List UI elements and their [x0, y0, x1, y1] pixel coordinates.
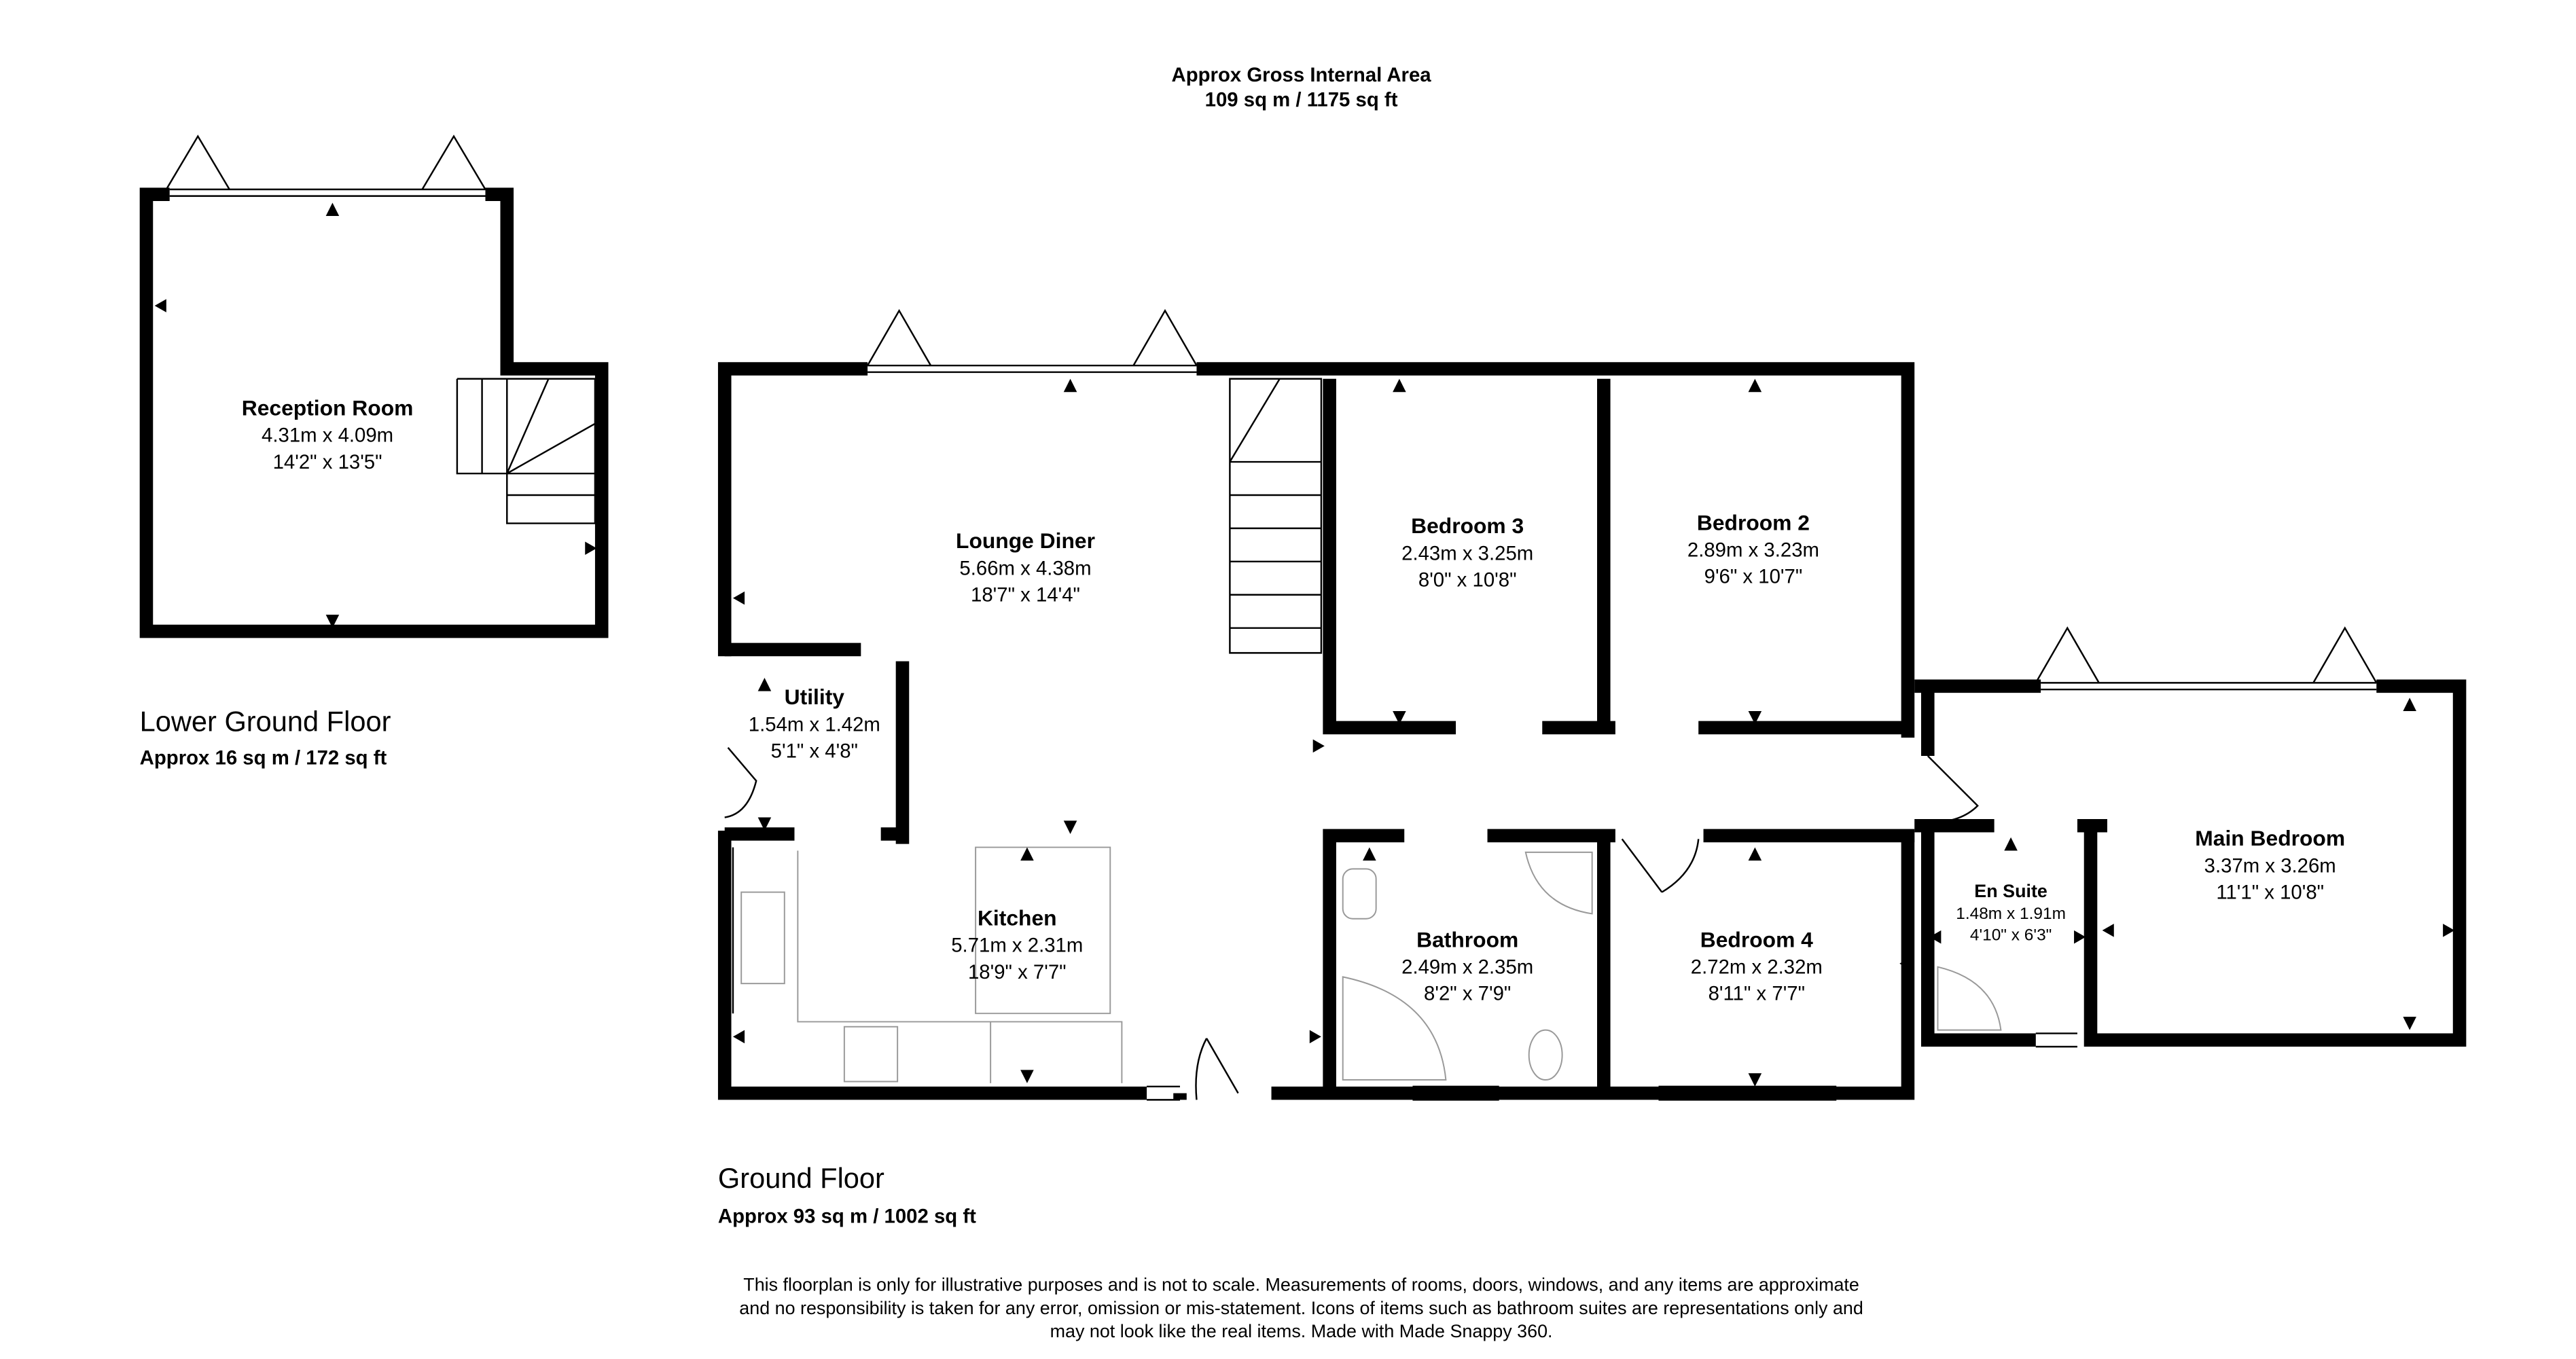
label-ground-rooms-4-name: Kitchen: [978, 906, 1057, 930]
room-name-reception: Reception Room: [242, 396, 414, 420]
room-label-main-bedroom: Main Bedroom 3.37m x 3.26m 11'1" x 10'8": [2195, 826, 2345, 903]
room-metric: 4.31m x 4.09m: [262, 424, 393, 447]
label-ground-rooms-7-imperial: 4'10" x 6'3": [1970, 926, 2052, 945]
label-ground-rooms-8-metric: 3.37m x 3.26m: [2204, 854, 2336, 877]
label-ground-rooms-6-name: Bedroom 4: [1700, 927, 1813, 952]
gross-area-title: Approx Gross Internal Area: [1172, 64, 1432, 86]
room-label-lounge-diner: Lounge Diner 5.66m x 4.38m 18'7" x 14'4": [956, 528, 1095, 606]
label-ground-rooms-2-metric: 2.89m x 3.23m: [1687, 539, 1819, 561]
room-label-bedroom-2: Bedroom 2 2.89m x 3.23m 9'6" x 10'7": [1687, 510, 1819, 587]
basin-icon: [1342, 868, 1377, 920]
sink-icon: [740, 891, 785, 985]
label-ground-rooms-2-name: Bedroom 2: [1697, 510, 1810, 534]
label-ground-rooms-2-imperial: 9'6" x 10'7": [1704, 566, 1803, 588]
label-ground-rooms-6-metric: 2.72m x 2.32m: [1691, 956, 1823, 978]
room-label-kitchen: Kitchen 5.71m x 2.31m 18'9" x 7'7": [951, 906, 1083, 983]
label-disclaimer-2: may not look like the real items. Made w…: [1050, 1321, 1553, 1341]
label-ground-rooms-5-imperial: 8'2" x 7'9": [1424, 983, 1511, 1005]
label-ground-rooms-7-metric: 1.48m x 1.91m: [1956, 905, 2066, 923]
shower-icon: [1524, 851, 1593, 915]
stairs-icon: [1229, 378, 1323, 654]
label-ground-rooms-0-imperial: 18'7" x 14'4": [971, 584, 1080, 606]
room-label-bedroom-4: Bedroom 4 2.72m x 2.32m 8'11" x 7'7": [1691, 927, 1823, 1004]
stairs-icon: [456, 378, 596, 524]
disclaimer: This floorplan is only for illustrative …: [739, 1275, 1863, 1341]
label-ground-rooms-5-metric: 2.49m x 2.35m: [1401, 956, 1533, 978]
lower-ground-area: Approx 16 sq m / 172 sq ft: [140, 746, 387, 769]
label-ground-rooms-8-imperial: 11'1" x 10'8": [2216, 881, 2324, 903]
label-ground-rooms-4-imperial: 18'9" x 7'7": [968, 961, 1067, 983]
label-ground-rooms-3-name: Utility: [785, 685, 845, 709]
label-ground-rooms-6-imperial: 8'11" x 7'7": [1709, 983, 1805, 1005]
label-ground-rooms-3-imperial: 5'1" x 4'8": [771, 740, 858, 762]
label-ground-rooms-1-imperial: 8'0" x 10'8": [1418, 569, 1517, 592]
room-label-utility: Utility 1.54m x 1.42m 5'1" x 4'8": [749, 685, 880, 762]
hob-icon: [843, 1026, 899, 1083]
room-label-en-suite: En Suite 1.48m x 1.91m 4'10" x 6'3": [1956, 881, 2066, 945]
label-ground-rooms-8-name: Main Bedroom: [2195, 826, 2345, 850]
label-ground-rooms-0-name: Lounge Diner: [956, 528, 1095, 553]
ground-floor-plan: Lounge Diner 5.66m x 4.38m 18'7" x 14'4"…: [717, 308, 2467, 1101]
toilet-icon: [1528, 1029, 1563, 1081]
label-ground-rooms-3-metric: 1.54m x 1.42m: [749, 713, 880, 736]
room-label-bedroom-3: Bedroom 3 2.43m x 3.25m 8'0" x 10'8": [1401, 513, 1533, 591]
ground-floor-area: Approx 93 sq m / 1002 sq ft: [718, 1205, 976, 1227]
label-disclaimer-1: and no responsibility is taken for any e…: [739, 1298, 1863, 1318]
label-ground-rooms-1-name: Bedroom 3: [1411, 513, 1524, 538]
label-disclaimer-0: This floorplan is only for illustrative …: [743, 1275, 1859, 1295]
ground-floor-title: Ground Floor: [718, 1162, 884, 1194]
room-imperial: 14'2" x 13'5": [273, 451, 382, 473]
label-ground-rooms-1-metric: 2.43m x 3.25m: [1401, 542, 1533, 564]
bath-icon: [1342, 976, 1447, 1081]
label-ground-rooms-5-name: Bathroom: [1416, 927, 1518, 952]
label-ground-rooms-7-name: En Suite: [1974, 881, 2047, 901]
label-ground-rooms-0-metric: 5.66m x 4.38m: [959, 557, 1091, 579]
shower-icon: [1937, 966, 2002, 1031]
lower-ground-plan: Reception Room 4.31m x 4.09m 14'2" x 13'…: [139, 134, 609, 638]
room-label-bathroom: Bathroom 2.49m x 2.35m 8'2" x 7'9": [1401, 927, 1533, 1004]
label-ground-rooms-4-metric: 5.71m x 2.31m: [951, 935, 1083, 957]
gross-area-value: 109 sq m / 1175 sq ft: [1205, 89, 1398, 111]
lower-ground-title: Lower Ground Floor: [140, 705, 391, 737]
